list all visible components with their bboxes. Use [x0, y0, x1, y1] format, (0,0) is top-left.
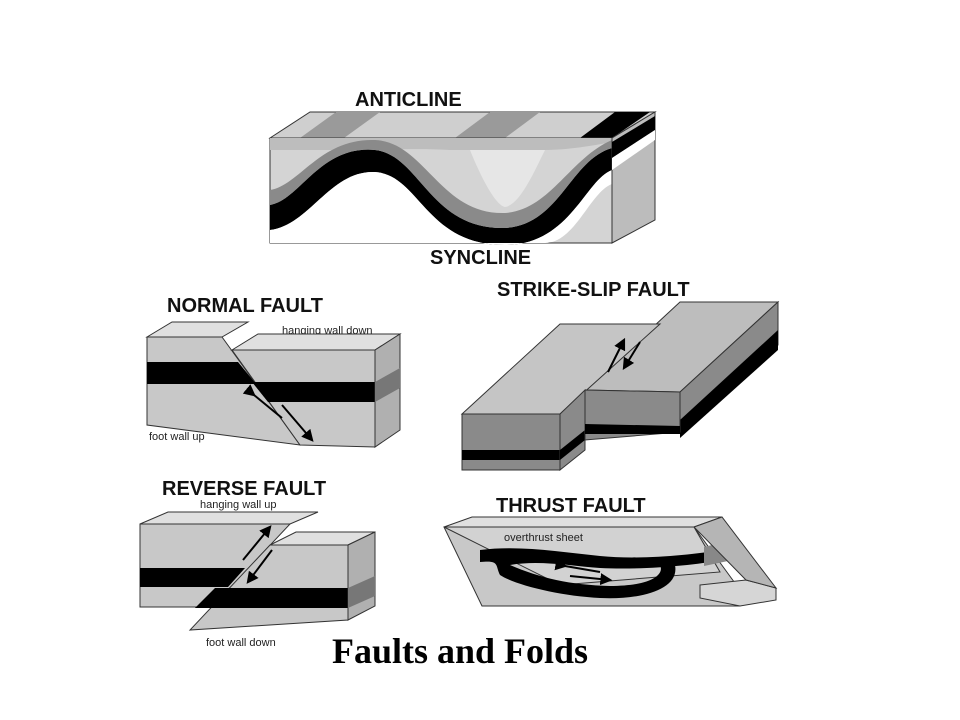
thrust-fault-overthrust-note: overthrust sheet: [504, 532, 583, 544]
normal-fault-foot-wall-note: foot wall up: [149, 431, 205, 443]
reverse-fault-title: REVERSE FAULT: [162, 478, 326, 500]
strike-slip-fault-block: STRIKE-SLIP FAULT: [460, 279, 780, 472]
thrust-fault-title: THRUST FAULT: [496, 495, 646, 517]
syncline-label: SYNCLINE: [430, 247, 531, 269]
reverse-fault-hanging-wall-note: hanging wall up: [200, 499, 276, 511]
fold-block: ANTICLINE SYNCLINE: [268, 89, 657, 269]
thrust-fault-block: THRUST FAULT overthrust sheet: [443, 495, 778, 607]
normal-fault-title: NORMAL FAULT: [167, 295, 323, 317]
anticline-label: ANTICLINE: [355, 89, 462, 111]
normal-fault-block: NORMAL FAULT hanging wall down foot wall…: [145, 295, 402, 448]
reverse-fault-block: REVERSE FAULT hanging wall up foot wall …: [139, 478, 376, 649]
reverse-fault-foot-wall-note: foot wall down: [206, 637, 276, 649]
caption-title: Faults and Folds: [331, 631, 589, 671]
strike-slip-fault-title: STRIKE-SLIP FAULT: [497, 279, 690, 301]
